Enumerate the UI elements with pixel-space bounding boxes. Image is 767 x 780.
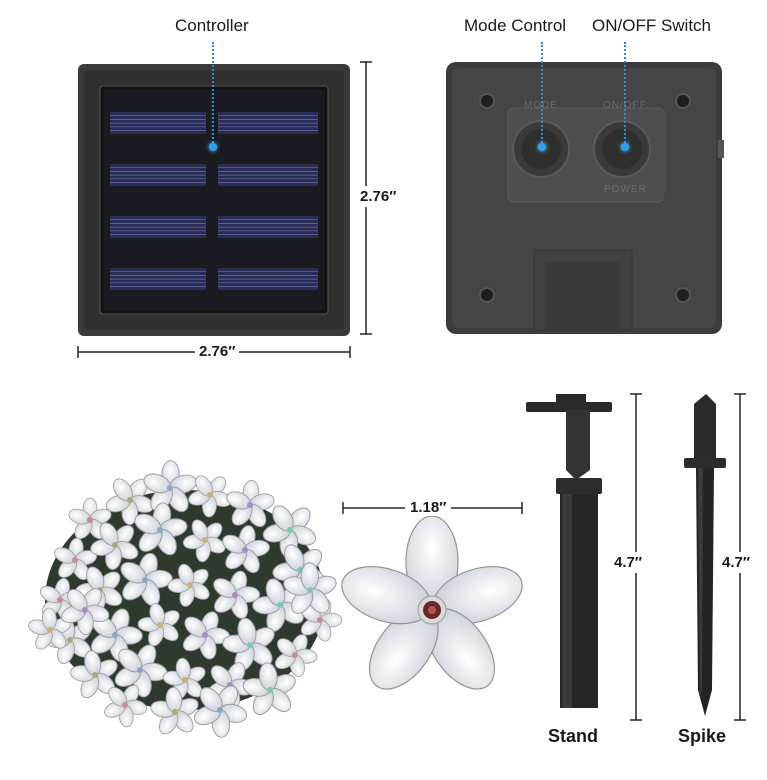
onoff-callout-line bbox=[624, 42, 626, 146]
mode-callout-dot bbox=[538, 143, 546, 151]
controller-callout-dot bbox=[209, 143, 217, 151]
stand-label: Stand bbox=[548, 726, 599, 746]
controller-label: Controller bbox=[175, 16, 249, 35]
panel-width-dimension: 2.76″ bbox=[195, 343, 240, 360]
back-mode-text: MODE bbox=[524, 100, 558, 111]
spike-label: Spike bbox=[678, 726, 727, 746]
flower-width-dimension: 1.18″ bbox=[405, 499, 452, 516]
controller-callout-line bbox=[212, 42, 214, 146]
onoff-callout-dot bbox=[621, 143, 629, 151]
mode-control-label: Mode Control bbox=[464, 16, 567, 35]
back-power-text: POWER bbox=[604, 184, 647, 195]
onoff-switch-label: ON/OFF Switch bbox=[592, 16, 712, 35]
spike-height-dimension: 4.7″ bbox=[722, 552, 751, 573]
stand-height-dimension: 4.7″ bbox=[614, 552, 643, 573]
mode-callout-line bbox=[541, 42, 543, 146]
panel-height-dimension: 2.76″ bbox=[360, 186, 397, 207]
